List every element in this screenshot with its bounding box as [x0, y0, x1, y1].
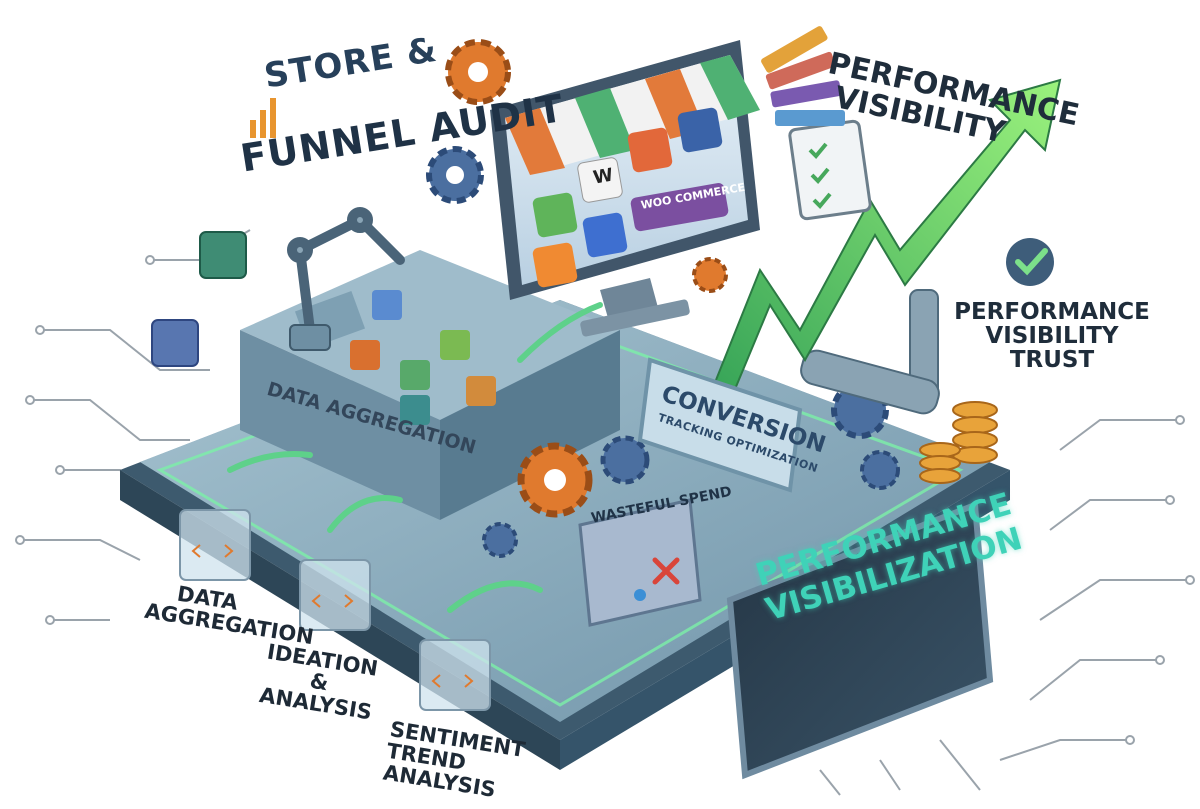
w-logo-label: W [591, 164, 615, 189]
w-logo [577, 157, 623, 203]
blogger-icon [532, 242, 578, 288]
performance-visibilization-sign [726, 500, 994, 780]
conversion-sign [637, 357, 803, 493]
woocommerce-badge [630, 183, 729, 232]
cart-icon [677, 107, 723, 153]
magento-icon [627, 127, 673, 173]
cube-icon [151, 231, 496, 425]
code-glyph [191, 544, 474, 688]
coin-stack-icon [919, 401, 998, 484]
wasteful-spend-panel [578, 498, 702, 627]
checklist-icon [788, 119, 872, 221]
shopify-icon [532, 192, 578, 238]
flow-arrow-icon [227, 302, 603, 613]
code-cube-icon [179, 509, 491, 711]
color-swatch-icon [761, 26, 845, 126]
mail-icon [582, 212, 628, 258]
checkmark-badge-icon [1006, 238, 1054, 286]
bar-chart-icon [250, 98, 276, 138]
growth-arrow-icon [698, 78, 1062, 432]
performance-visibility-trust-label: Performance Visibility Trust [954, 299, 1150, 374]
circuit-lines-icon [15, 229, 1195, 796]
gear-icon [426, 39, 900, 558]
robot-arm-icon [287, 207, 405, 351]
